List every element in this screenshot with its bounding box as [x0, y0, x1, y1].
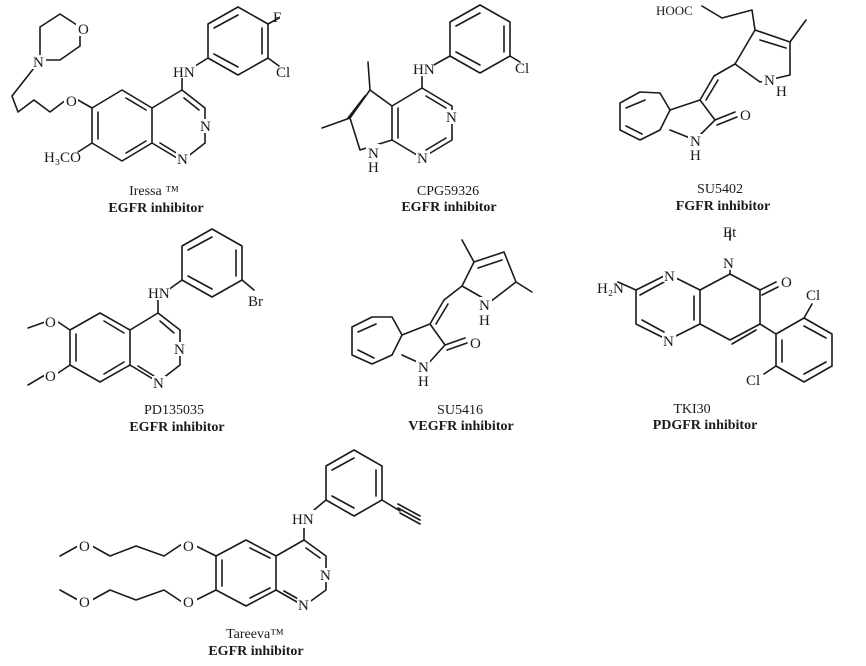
compound-name: Tareeva™: [226, 627, 284, 642]
atom-label: O: [781, 275, 792, 291]
compound-activity: FGFR inhibitor: [676, 199, 771, 214]
atom-label: H₂N: [597, 281, 624, 297]
compound-activity: EGFR inhibitor: [401, 200, 496, 215]
atom-label: HN: [292, 512, 314, 528]
atom-label: F: [273, 10, 281, 26]
atom-label: O: [79, 595, 90, 611]
atom-label: Cl: [276, 65, 290, 81]
compound-activity: VEGFR inhibitor: [408, 419, 513, 434]
atom-label: N: [33, 55, 44, 71]
compound-activity: EGFR inhibitor: [129, 420, 224, 435]
atom-label: O: [78, 22, 89, 38]
structure-su5402: N H HOOC N H O SU5402 FGFR inhibitor: [619, 3, 807, 214]
atom-label: H: [776, 84, 787, 100]
atom-label: H: [368, 160, 379, 176]
compound-name: CPG59326: [417, 184, 479, 199]
atom-label: H: [479, 313, 490, 329]
atom-label: Cl: [515, 61, 529, 77]
atom-label: N: [368, 146, 379, 162]
atom-label: N: [153, 376, 164, 392]
atom-label: Br: [248, 294, 263, 310]
atom-label: N: [664, 269, 675, 285]
atom-label: N: [200, 119, 211, 135]
atom-label: N: [298, 598, 309, 614]
atom-label: O: [79, 539, 90, 555]
atom-label: N: [663, 334, 674, 350]
atom-label: O: [470, 336, 481, 352]
compound-activity: PDGFR inhibitor: [653, 418, 758, 433]
atom-label: N: [417, 151, 428, 167]
atom-label: HN: [413, 62, 435, 78]
atom-label: O: [183, 539, 194, 555]
atom-label: H: [418, 374, 429, 390]
atom-label: N: [418, 360, 429, 376]
structure-su5416: N H N H O SU5416 VEGFR inhibitor: [351, 239, 533, 434]
atom-label: O: [66, 94, 77, 110]
compound-activity: EGFR inhibitor: [208, 644, 303, 659]
atom-label: N: [174, 342, 185, 358]
atom-label: N: [446, 110, 457, 126]
atom-label: Cl: [806, 288, 820, 304]
atom-label: N: [723, 256, 734, 272]
compound-name: SU5416: [437, 403, 483, 418]
atom-label: Et: [723, 225, 737, 241]
atom-label: N: [177, 152, 188, 168]
atom-label: HOOC: [656, 3, 693, 18]
atom-label: H₃CO: [44, 150, 81, 166]
structure-iressa: HN F Cl N O O H₃CO N N Iressa ™ EGFR inh…: [11, 6, 290, 216]
atom-label: H: [690, 148, 701, 164]
structure-tki30: H₂N N N N Et O Cl Cl TKI30 PDGFR inhibit…: [597, 225, 833, 433]
compound-name: TKI30: [673, 402, 710, 417]
structure-cpg59326: HN Cl N N N H CPG59326 EGFR inhibitor: [321, 4, 529, 215]
compound-name: PD135035: [144, 403, 204, 418]
atom-label: O: [45, 369, 56, 385]
compound-name: Iressa ™: [129, 184, 179, 199]
atom-label: O: [740, 108, 751, 124]
compound-name: SU5402: [697, 182, 743, 197]
atom-label: O: [45, 315, 56, 331]
atom-label: N: [320, 568, 331, 584]
atom-label: HN: [148, 286, 170, 302]
atom-label: N: [764, 73, 775, 89]
atom-label: N: [690, 134, 701, 150]
atom-label: N: [479, 298, 490, 314]
atom-label: O: [183, 595, 194, 611]
compound-activity: EGFR inhibitor: [108, 201, 203, 216]
atom-label: Cl: [746, 373, 760, 389]
atom-label: HN: [173, 65, 195, 81]
structure-tareeva: HN N N O O O O Tareeva™ EGFR inhibitor: [59, 449, 421, 659]
structure-pd135035: HN Br N N O O PD135035 EGFR inhibitor: [27, 228, 263, 435]
